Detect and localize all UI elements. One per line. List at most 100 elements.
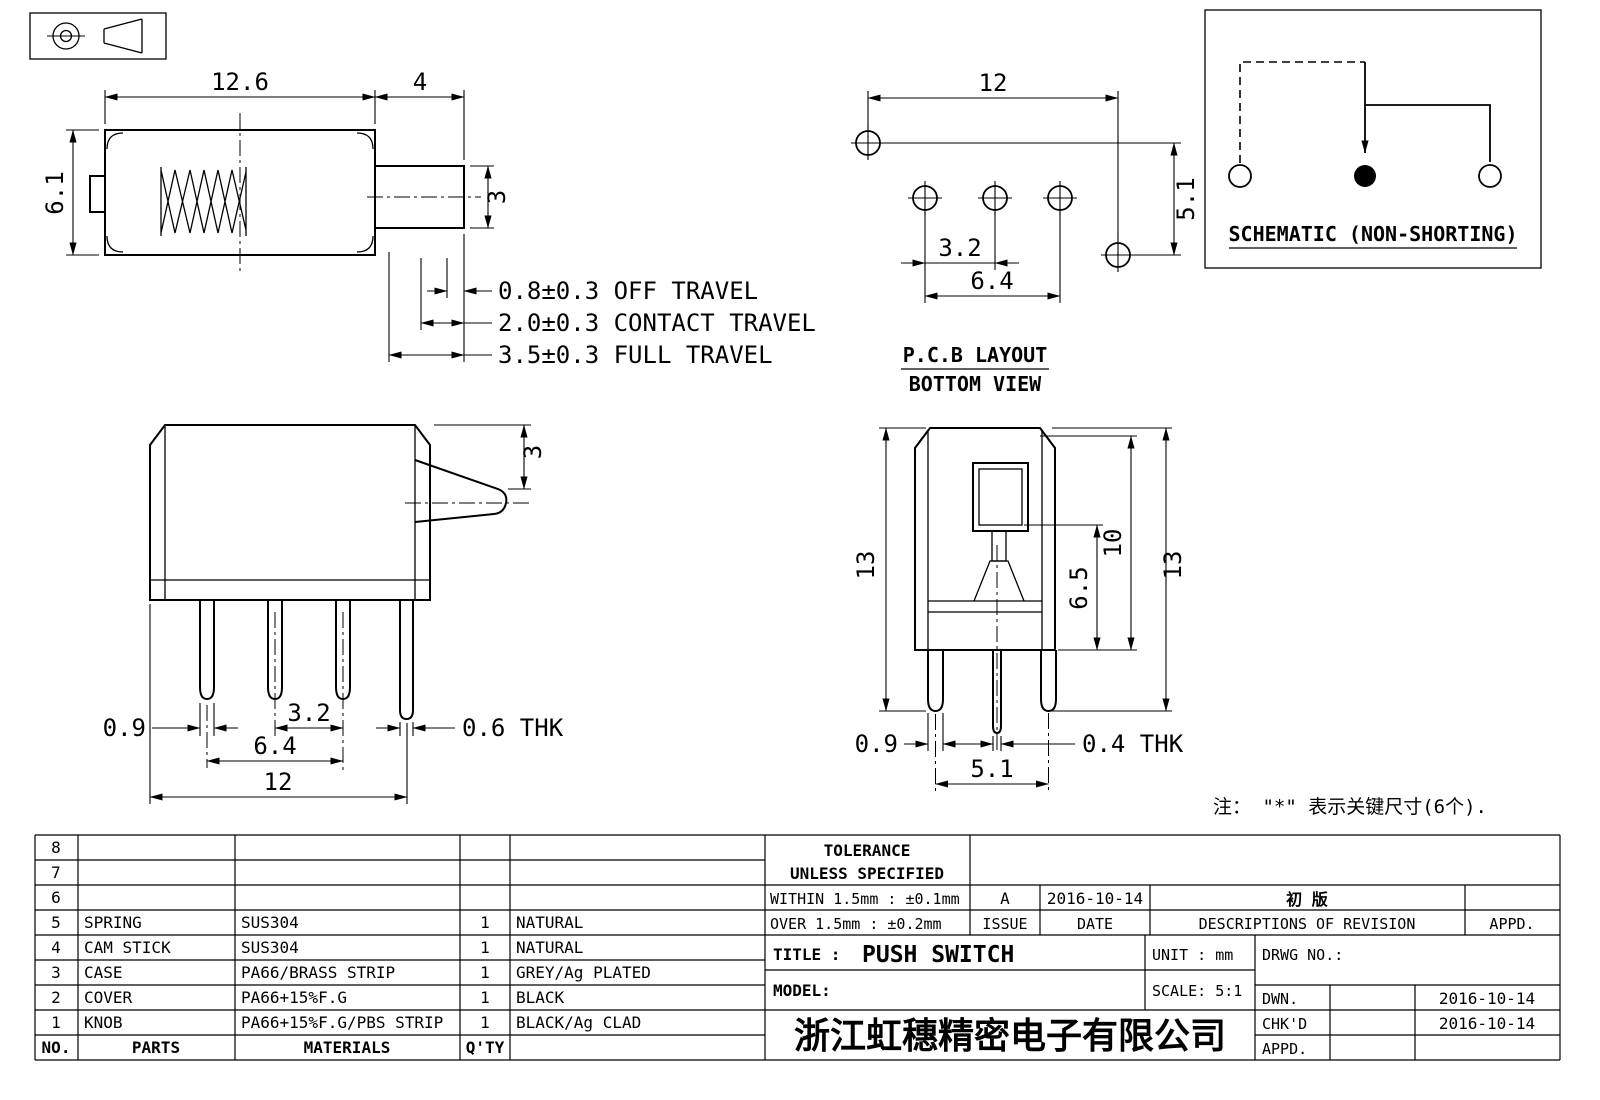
side-body-outline	[914, 427, 1056, 651]
header-parts: PARTS	[132, 1038, 180, 1057]
schematic-label: SCHEMATIC (NON-SHORTING)	[1229, 222, 1518, 246]
model-label: MODEL:	[773, 981, 831, 1000]
dwn-date: 2016-10-14	[1439, 989, 1535, 1008]
dim-body-width: 12.6	[211, 68, 269, 96]
descriptions-label: DESCRIPTIONS OF REVISION	[1199, 915, 1416, 933]
pcb-layout-view: 12 5.1 3.2 6.4 P.C.B LAYOUT BOTTOM VIEW	[851, 69, 1200, 396]
row-qty: 1	[480, 963, 490, 982]
header-materials: MATERIALS	[304, 1038, 391, 1057]
row-no: 1	[51, 1013, 61, 1032]
dim-body-height: 6.1	[41, 171, 69, 214]
issue-value: A	[1000, 889, 1010, 908]
row-no: 5	[51, 913, 61, 932]
row-material: PA66+15%F.G/PBS STRIP	[241, 1013, 443, 1032]
key-dimension-note: 注： "*" 表示关键尺寸(6个).	[1213, 796, 1487, 818]
title-block-grid	[765, 835, 1561, 1060]
dim-knob-offset: 3	[519, 445, 547, 459]
dim-pcb-width: 12	[979, 69, 1008, 97]
cam-stick	[991, 530, 1007, 562]
date-value: 2016-10-14	[1047, 889, 1143, 908]
header-qty: Q'TY	[466, 1038, 505, 1057]
terminal-right	[1478, 164, 1502, 188]
drwg-no-label: DRWG NO.:	[1262, 946, 1343, 964]
dim-overall-width: 12	[264, 768, 293, 796]
row-material: PA66+15%F.G	[241, 988, 347, 1007]
chkd-date: 2016-10-14	[1439, 1014, 1535, 1033]
row-finish: BLACK/Ag CLAD	[516, 1013, 641, 1032]
dim-plunger-length: 4	[413, 68, 427, 96]
terminal-common	[1354, 165, 1376, 187]
dim-pin-pitch: 3.2	[287, 699, 330, 727]
terminal-left	[1228, 164, 1252, 188]
dim-pcb-height: 5.1	[1172, 177, 1200, 220]
tolerance-subtitle: UNLESS SPECIFIED	[790, 864, 944, 883]
row-material: PA66/BRASS STRIP	[241, 963, 395, 982]
dim-side-pin-width: 0.9	[855, 730, 898, 758]
bottom-view-label: BOTTOM VIEW	[909, 372, 1042, 396]
row-part: COVER	[84, 988, 133, 1007]
row-finish: GREY/Ag PLATED	[516, 963, 651, 982]
projection-symbol-icon	[29, 12, 167, 60]
header-no: NO.	[42, 1038, 71, 1057]
parts-table-grid	[34, 834, 1560, 1061]
dim-center-pin-thickness: 0.4 THK	[1082, 730, 1184, 758]
dim-pcb-pitch: 3.2	[938, 234, 981, 262]
side-view-top: 12.6 4 6.1 3 0.8±0.3 OFF TRAVEL 2.0±0.3 …	[41, 68, 816, 369]
date-label: DATE	[1077, 915, 1113, 933]
front-body-outline	[149, 424, 431, 601]
scale-label: SCALE: 5:1	[1152, 982, 1242, 1000]
row-finish: BLACK	[516, 988, 565, 1007]
side-tab	[89, 175, 106, 213]
row-part: CASE	[84, 963, 123, 982]
dim-height-left: 13	[852, 551, 880, 580]
spring	[160, 167, 247, 236]
tolerance-over: OVER 1.5mm : ±0.2mm	[770, 915, 942, 933]
dim-tab-thickness: 0.6 THK	[462, 714, 564, 742]
knob-lever	[414, 459, 508, 523]
row-material: SUS304	[241, 913, 299, 932]
row-finish: NATURAL	[516, 913, 583, 932]
row-no: 2	[51, 988, 61, 1007]
mounting-tab	[399, 600, 414, 721]
side-view-right: 13 6.5 10 13 0.9 5.1 0.4 THK	[852, 427, 1187, 791]
title-value: PUSH SWITCH	[862, 942, 1014, 968]
row-no: 6	[51, 888, 61, 907]
row-qty: 1	[480, 1013, 490, 1032]
revision-description: 初 版	[1286, 890, 1328, 909]
dim-pcb-span: 6.4	[970, 267, 1013, 295]
row-part: KNOB	[84, 1013, 123, 1032]
dim-off-travel: 0.8±0.3 OFF TRAVEL	[498, 277, 758, 305]
parts-table: 8 7 6 5 SPRING SUS304 1 NATURAL 4 CAM ST…	[34, 834, 1560, 1061]
dim-pin-span: 6.4	[253, 732, 296, 760]
pcb-layout-label: P.C.B LAYOUT	[903, 343, 1048, 367]
appd-label: APPD.	[1489, 915, 1534, 933]
row-qty: 1	[480, 938, 490, 957]
dim-contact-travel: 2.0±0.3 CONTACT TRAVEL	[498, 309, 816, 337]
side-pins	[927, 650, 1057, 735]
dim-full-travel: 3.5±0.3 FULL TRAVEL	[498, 341, 773, 369]
tolerance-within: WITHIN 1.5mm : ±0.1mm	[770, 890, 960, 908]
appd-row-label: APPD.	[1262, 1040, 1307, 1058]
dim-pin-width: 0.9	[103, 714, 146, 742]
dim-side-span: 5.1	[970, 755, 1013, 783]
row-qty: 1	[480, 988, 490, 1007]
title-label: TITLE :	[773, 945, 840, 964]
unit-label: UNIT : mm	[1152, 946, 1233, 964]
dim-height-right: 13	[1159, 551, 1187, 580]
row-finish: NATURAL	[516, 938, 583, 957]
dim-mid-height: 10	[1099, 529, 1127, 558]
row-no: 3	[51, 963, 61, 982]
row-qty: 1	[480, 913, 490, 932]
tolerance-title: TOLERANCE	[824, 841, 911, 860]
center-pin	[992, 650, 1002, 735]
row-part: SPRING	[84, 913, 142, 932]
row-part: CAM STICK	[84, 938, 171, 957]
row-no: 4	[51, 938, 61, 957]
schematic-view: SCHEMATIC (NON-SHORTING)	[1204, 9, 1542, 269]
title-block: TOLERANCE UNLESS SPECIFIED WITHIN 1.5mm …	[765, 835, 1561, 1060]
dwn-label: DWN.	[1262, 990, 1298, 1008]
row-material: SUS304	[241, 938, 299, 957]
chkd-label: CHK'D	[1262, 1015, 1307, 1033]
